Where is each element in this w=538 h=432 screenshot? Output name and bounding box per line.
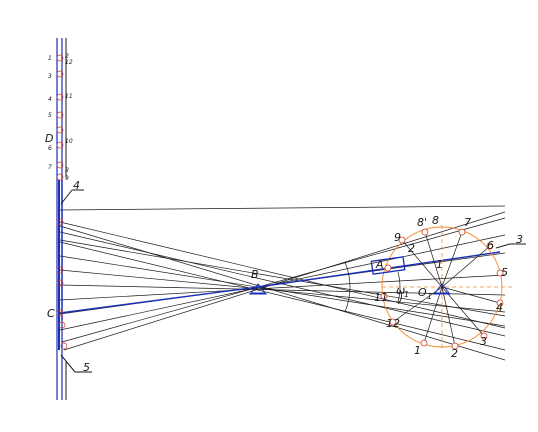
label-b: B [251,268,259,281]
slider-pos-9: 9 [65,175,69,182]
label-c: C [47,307,55,320]
crank-pos-7: 7 [464,216,471,229]
slider-points [56,54,68,350]
slider-pos-7: 7 [48,164,52,171]
leader-label-4: 4 [73,179,80,192]
slider-block-a [370,256,406,275]
crank-pos-2: 2 [451,347,458,360]
label-omega-sub: 1 [404,290,409,299]
crank-pos-11: 11 [374,291,388,304]
crank-pos-1: 1 [414,344,421,357]
slider-pos-4: 4 [48,96,52,103]
crank-pos-8: 8 [432,214,439,227]
crank-pos-3: 3 [480,335,487,348]
crank-circle [381,225,515,350]
slider-pos-12: 12 [65,59,73,66]
leader-label-3: 3 [516,233,523,246]
pivot-b [249,283,267,295]
slider-pos-6: 6 [48,145,52,152]
slider-pos-3: 3 [48,73,52,80]
label-omega: ω [396,284,405,297]
label-o1: O [418,286,427,299]
crank-pos-8-prime: 8' [417,216,427,229]
angle-arcs [344,261,403,313]
crank-points [380,228,504,350]
slider-pos-1: 1 [48,55,52,62]
slider-pos-5: 5 [48,112,52,119]
leader-label-5: 5 [83,361,90,374]
slider-pos-8: 8 [65,167,69,174]
leader-lines [60,189,526,373]
slider-pos-2: 2 [65,53,69,60]
crank-pos-4: 4 [496,301,503,314]
pivot-o1 [433,283,451,295]
leader-label-2: 2 [408,242,415,255]
label-a: A [375,258,384,271]
label-d: D [45,132,53,145]
leader-label-1: 1 [436,258,443,271]
slider-pos-11: 11 [65,93,73,100]
crank-pos-5: 5 [501,266,508,279]
crank-pos-9: 9 [394,231,401,244]
crank-pos-6: 6 [487,239,494,252]
slider-pos-10: 10 [65,138,73,145]
label-o1-sub: 1 [427,292,432,301]
crank-pos-12: 12 [386,317,400,330]
